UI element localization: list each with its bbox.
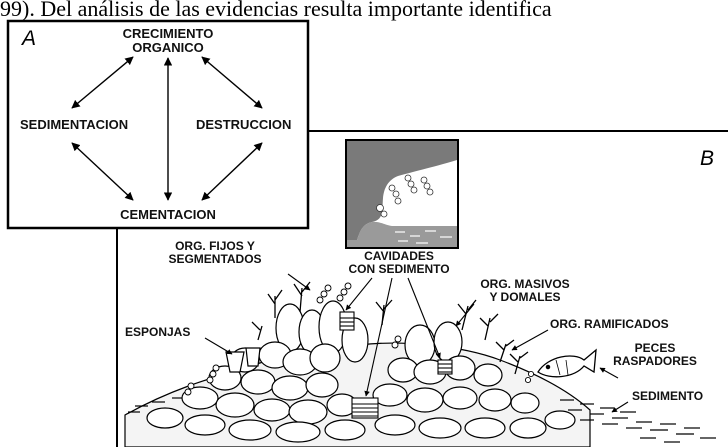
- branching-label: ORG. RAMIFICADOS: [550, 318, 669, 331]
- panel-a-letter: A: [22, 28, 36, 49]
- massive-domal-label: ORG. MASIVOS Y DOMALES: [470, 278, 580, 304]
- growth-label: CRECIMIENTO ORGANICO: [110, 27, 226, 56]
- cavity-inset: [346, 140, 458, 248]
- growth-label-line1: CRECIMIENTO: [110, 27, 226, 41]
- fixed-segmented-line2: SEGMENTADOS: [150, 253, 280, 266]
- destruction-label: DESTRUCCION: [196, 118, 291, 132]
- sedimentation-label: SEDIMENTACION: [20, 118, 128, 132]
- grazing-fish: [538, 350, 596, 377]
- cavities-label: CAVIDADES CON SEDIMENTO: [334, 250, 464, 276]
- growth-label-line2: ORGANICO: [110, 41, 226, 55]
- fixed-segmented-label: ORG. FIJOS Y SEGMENTADOS: [150, 240, 280, 266]
- reef-boulders: [125, 301, 590, 447]
- grazing-fish-line2: RASPADORES: [600, 355, 710, 368]
- cavities-line2: CON SEDIMENTO: [334, 263, 464, 276]
- sponges-label: ESPONJAS: [125, 326, 190, 339]
- grazing-fish-label: PECES RASPADORES: [600, 342, 710, 368]
- cementation-label: CEMENTACION: [110, 208, 226, 222]
- sediment-label: SEDIMENTO: [632, 390, 703, 403]
- panel-b-letter: B: [700, 148, 714, 169]
- massive-domal-line2: Y DOMALES: [470, 291, 580, 304]
